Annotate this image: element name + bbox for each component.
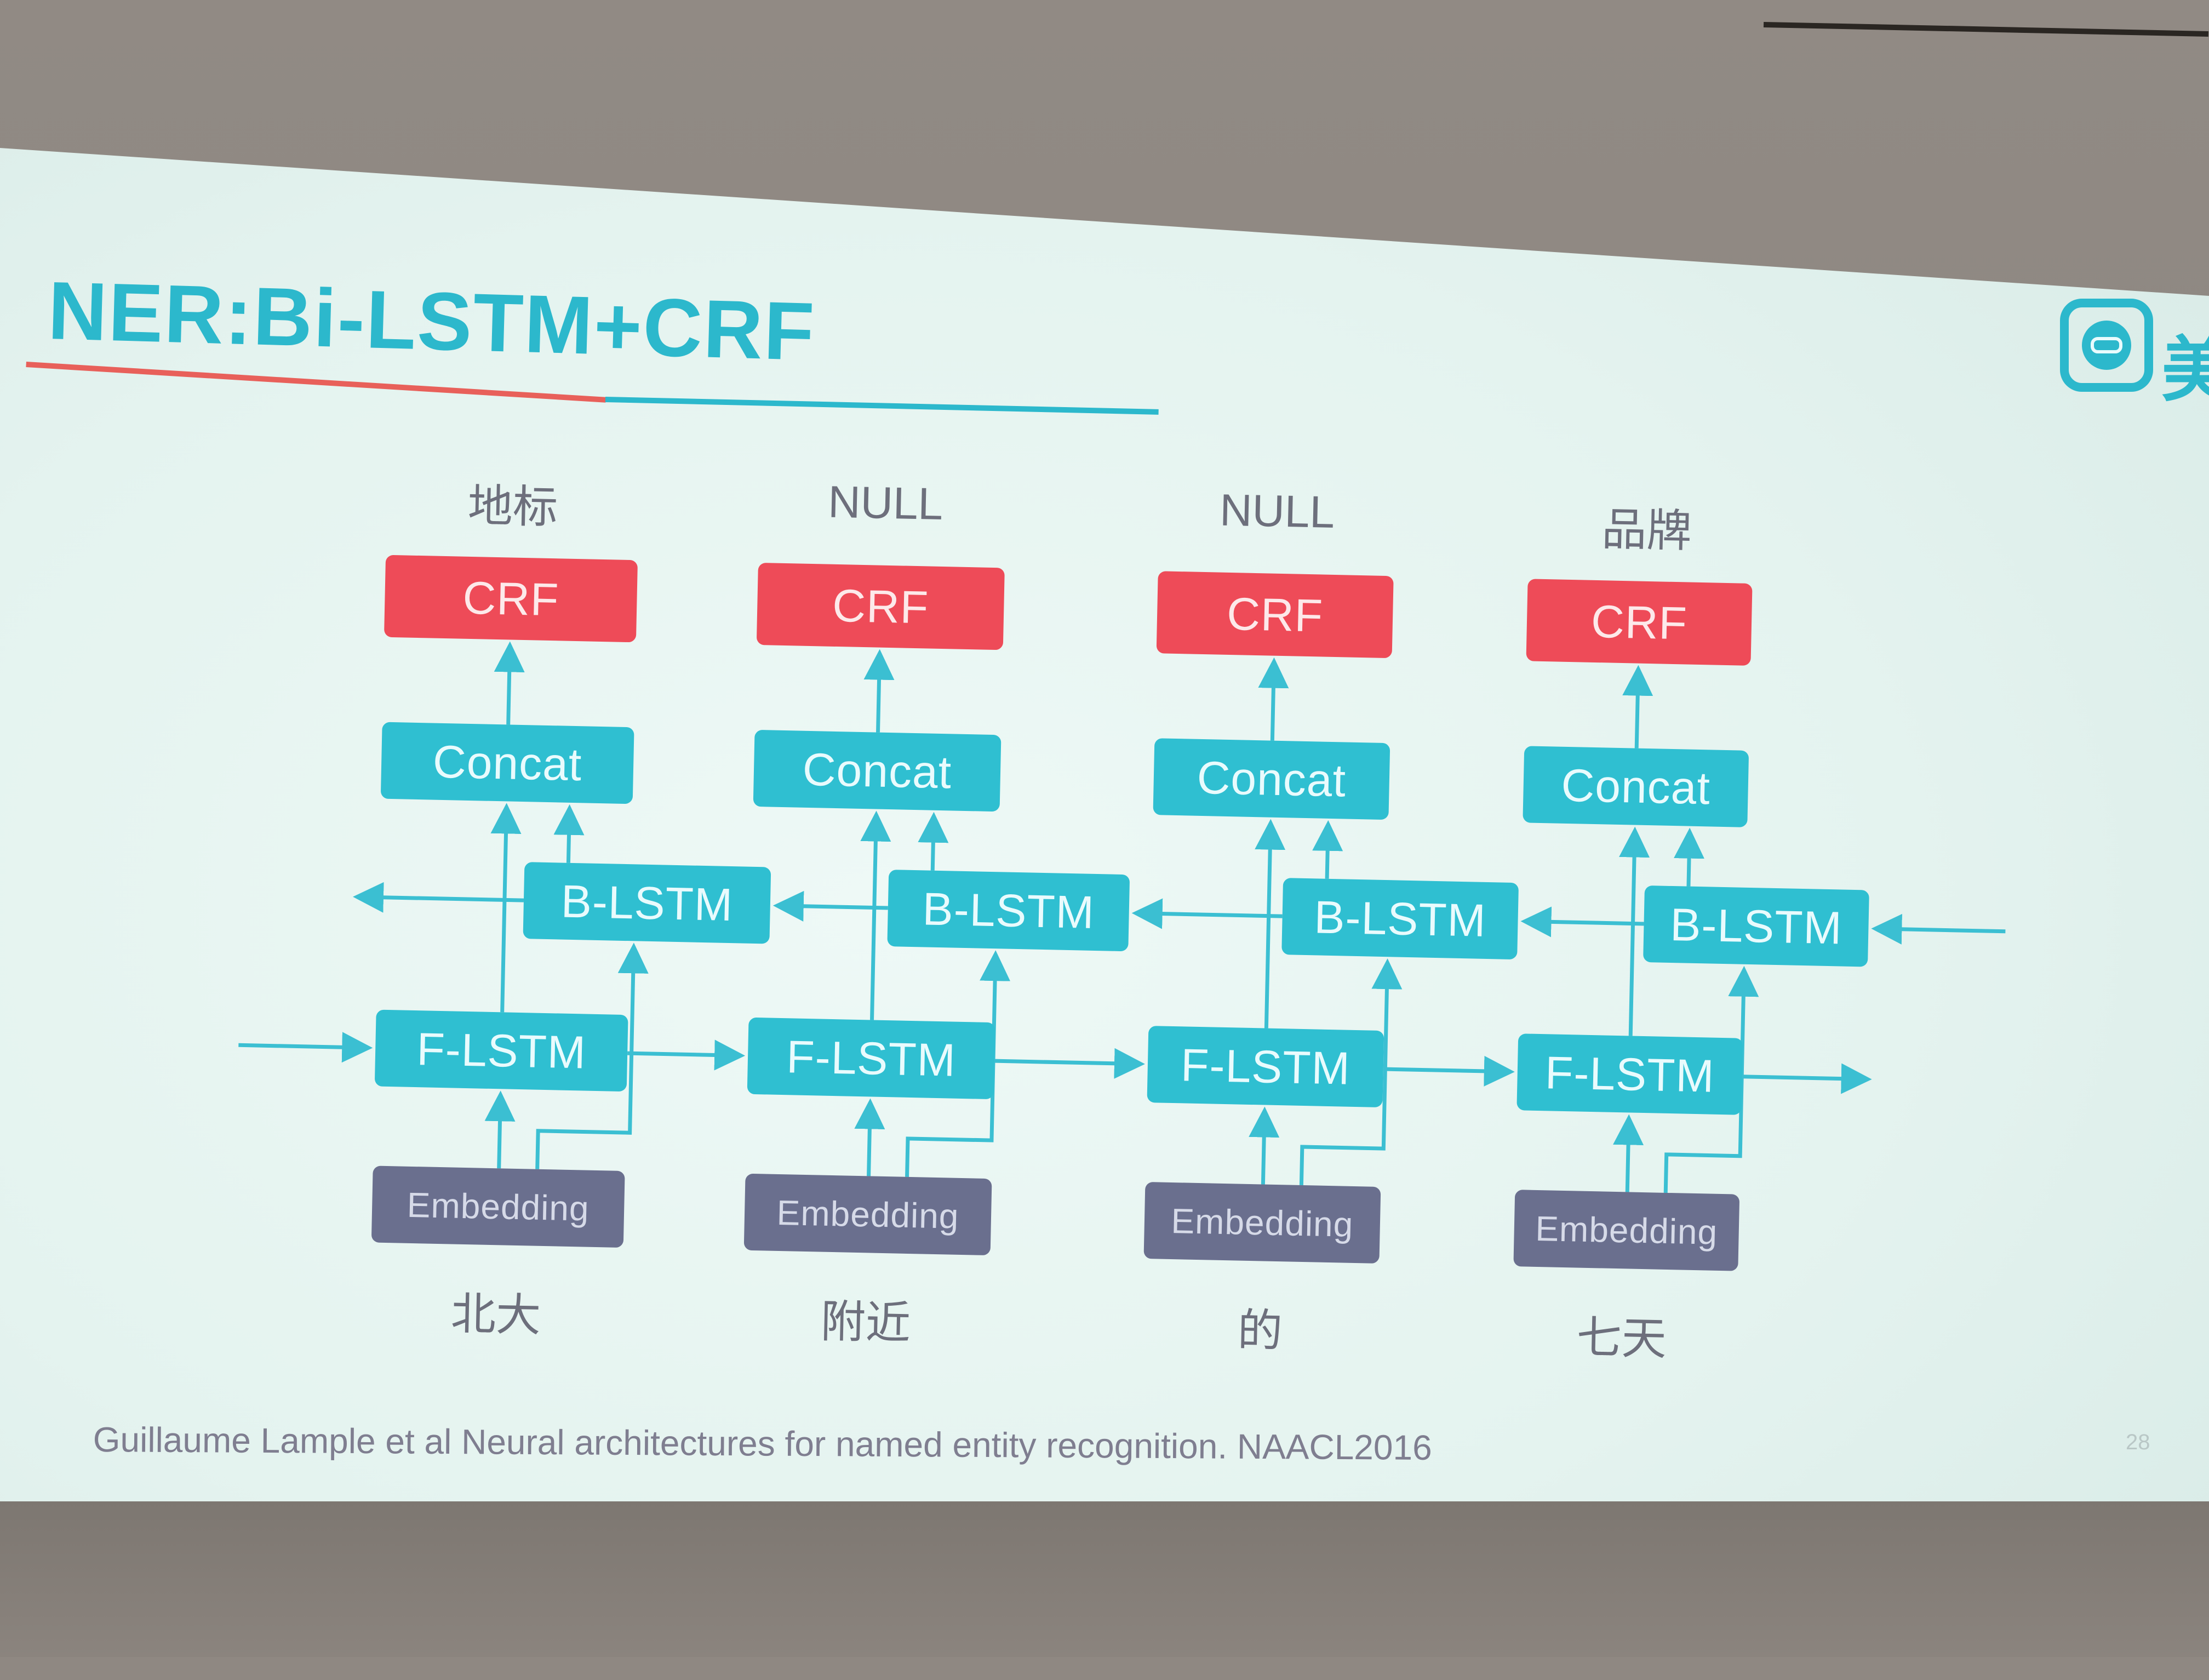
arrow-forward-chain bbox=[627, 1039, 746, 1071]
crf-node: CRF bbox=[1156, 571, 1394, 659]
embedding-node: Embedding bbox=[371, 1165, 625, 1248]
crf-node: CRF bbox=[1526, 579, 1753, 666]
arrow-backward-chain bbox=[1520, 906, 1644, 938]
crf-node: CRF bbox=[756, 562, 1005, 650]
arrow-embedding-to-flstm bbox=[484, 1090, 516, 1169]
arrow-blstm-to-concat bbox=[1674, 827, 1705, 887]
crf-node: CRF bbox=[384, 555, 638, 643]
arrow-forward-chain bbox=[1742, 1063, 1872, 1094]
concat-node: Concat bbox=[380, 722, 634, 804]
embedding-node: Embedding bbox=[743, 1173, 992, 1256]
logo-mark-icon bbox=[2082, 321, 2131, 370]
arrow-flstm-to-concat bbox=[1619, 826, 1650, 1036]
arrow-backward-input bbox=[1871, 913, 2006, 945]
citation-text: Guillaume Lample et al Neural architectu… bbox=[93, 1420, 1432, 1467]
word-label: 的 bbox=[1237, 1305, 1283, 1357]
arrow-embedding-to-blstm bbox=[535, 942, 649, 1169]
arrow-blstm-to-concat bbox=[553, 804, 585, 863]
tag-label: NULL bbox=[1219, 485, 1335, 538]
page-number: 28 bbox=[2126, 1430, 2150, 1454]
b-lstm-node: B-LSTM bbox=[1643, 885, 1869, 967]
f-lstm-node: F-LSTM bbox=[374, 1009, 628, 1092]
arrow-concat-to-crf bbox=[1622, 665, 1653, 748]
arrow-backward-chain bbox=[353, 882, 524, 913]
arrow-forward-chain bbox=[994, 1048, 1145, 1079]
word-label: 七天 bbox=[1576, 1312, 1667, 1364]
arrow-forward-chain bbox=[1383, 1055, 1515, 1087]
tag-label: 品牌 bbox=[1601, 505, 1692, 557]
concat-node: Concat bbox=[1523, 746, 1749, 827]
embedding-node: Embedding bbox=[1143, 1181, 1381, 1264]
arrow-backward-chain bbox=[1131, 898, 1283, 929]
f-lstm-node: F-LSTM bbox=[1516, 1033, 1743, 1115]
tag-label: NULL bbox=[827, 477, 944, 529]
arrow-backward-chain bbox=[772, 890, 888, 922]
f-lstm-node: F-LSTM bbox=[1147, 1026, 1384, 1108]
arrow-embedding-to-flstm bbox=[1249, 1106, 1280, 1185]
arrow-forward-input bbox=[238, 1032, 373, 1063]
arrow-flstm-to-concat bbox=[860, 810, 891, 1020]
arrow-concat-to-crf bbox=[863, 649, 895, 733]
arrow-embedding-to-flstm bbox=[1613, 1114, 1644, 1192]
arrow-blstm-to-concat bbox=[918, 812, 949, 871]
concat-node: Concat bbox=[1153, 738, 1390, 820]
b-lstm-node: B-LSTM bbox=[1281, 878, 1519, 960]
arrow-blstm-to-concat bbox=[1312, 820, 1343, 879]
arrow-concat-to-crf bbox=[1258, 657, 1289, 741]
f-lstm-node: F-LSTM bbox=[747, 1017, 995, 1100]
b-lstm-node: B-LSTM bbox=[523, 862, 771, 944]
brand-logo-icon bbox=[2060, 299, 2153, 392]
word-label: 附近 bbox=[820, 1296, 911, 1349]
embedding-node: Embedding bbox=[1513, 1190, 1740, 1271]
brand-logo-text: 美 bbox=[2161, 330, 2209, 410]
room-floor bbox=[0, 1501, 2209, 1657]
tag-label: 地标 bbox=[467, 481, 558, 533]
arrow-embedding-to-blstm bbox=[1299, 958, 1403, 1186]
b-lstm-node: B-LSTM bbox=[887, 870, 1130, 952]
concat-node: Concat bbox=[753, 729, 1002, 812]
arrow-flstm-to-concat bbox=[490, 803, 522, 1013]
arrow-embedding-to-flstm bbox=[854, 1098, 885, 1176]
word-label: 北大 bbox=[450, 1289, 542, 1341]
arrow-flstm-to-concat bbox=[1255, 819, 1286, 1028]
arrow-concat-to-crf bbox=[494, 641, 525, 725]
